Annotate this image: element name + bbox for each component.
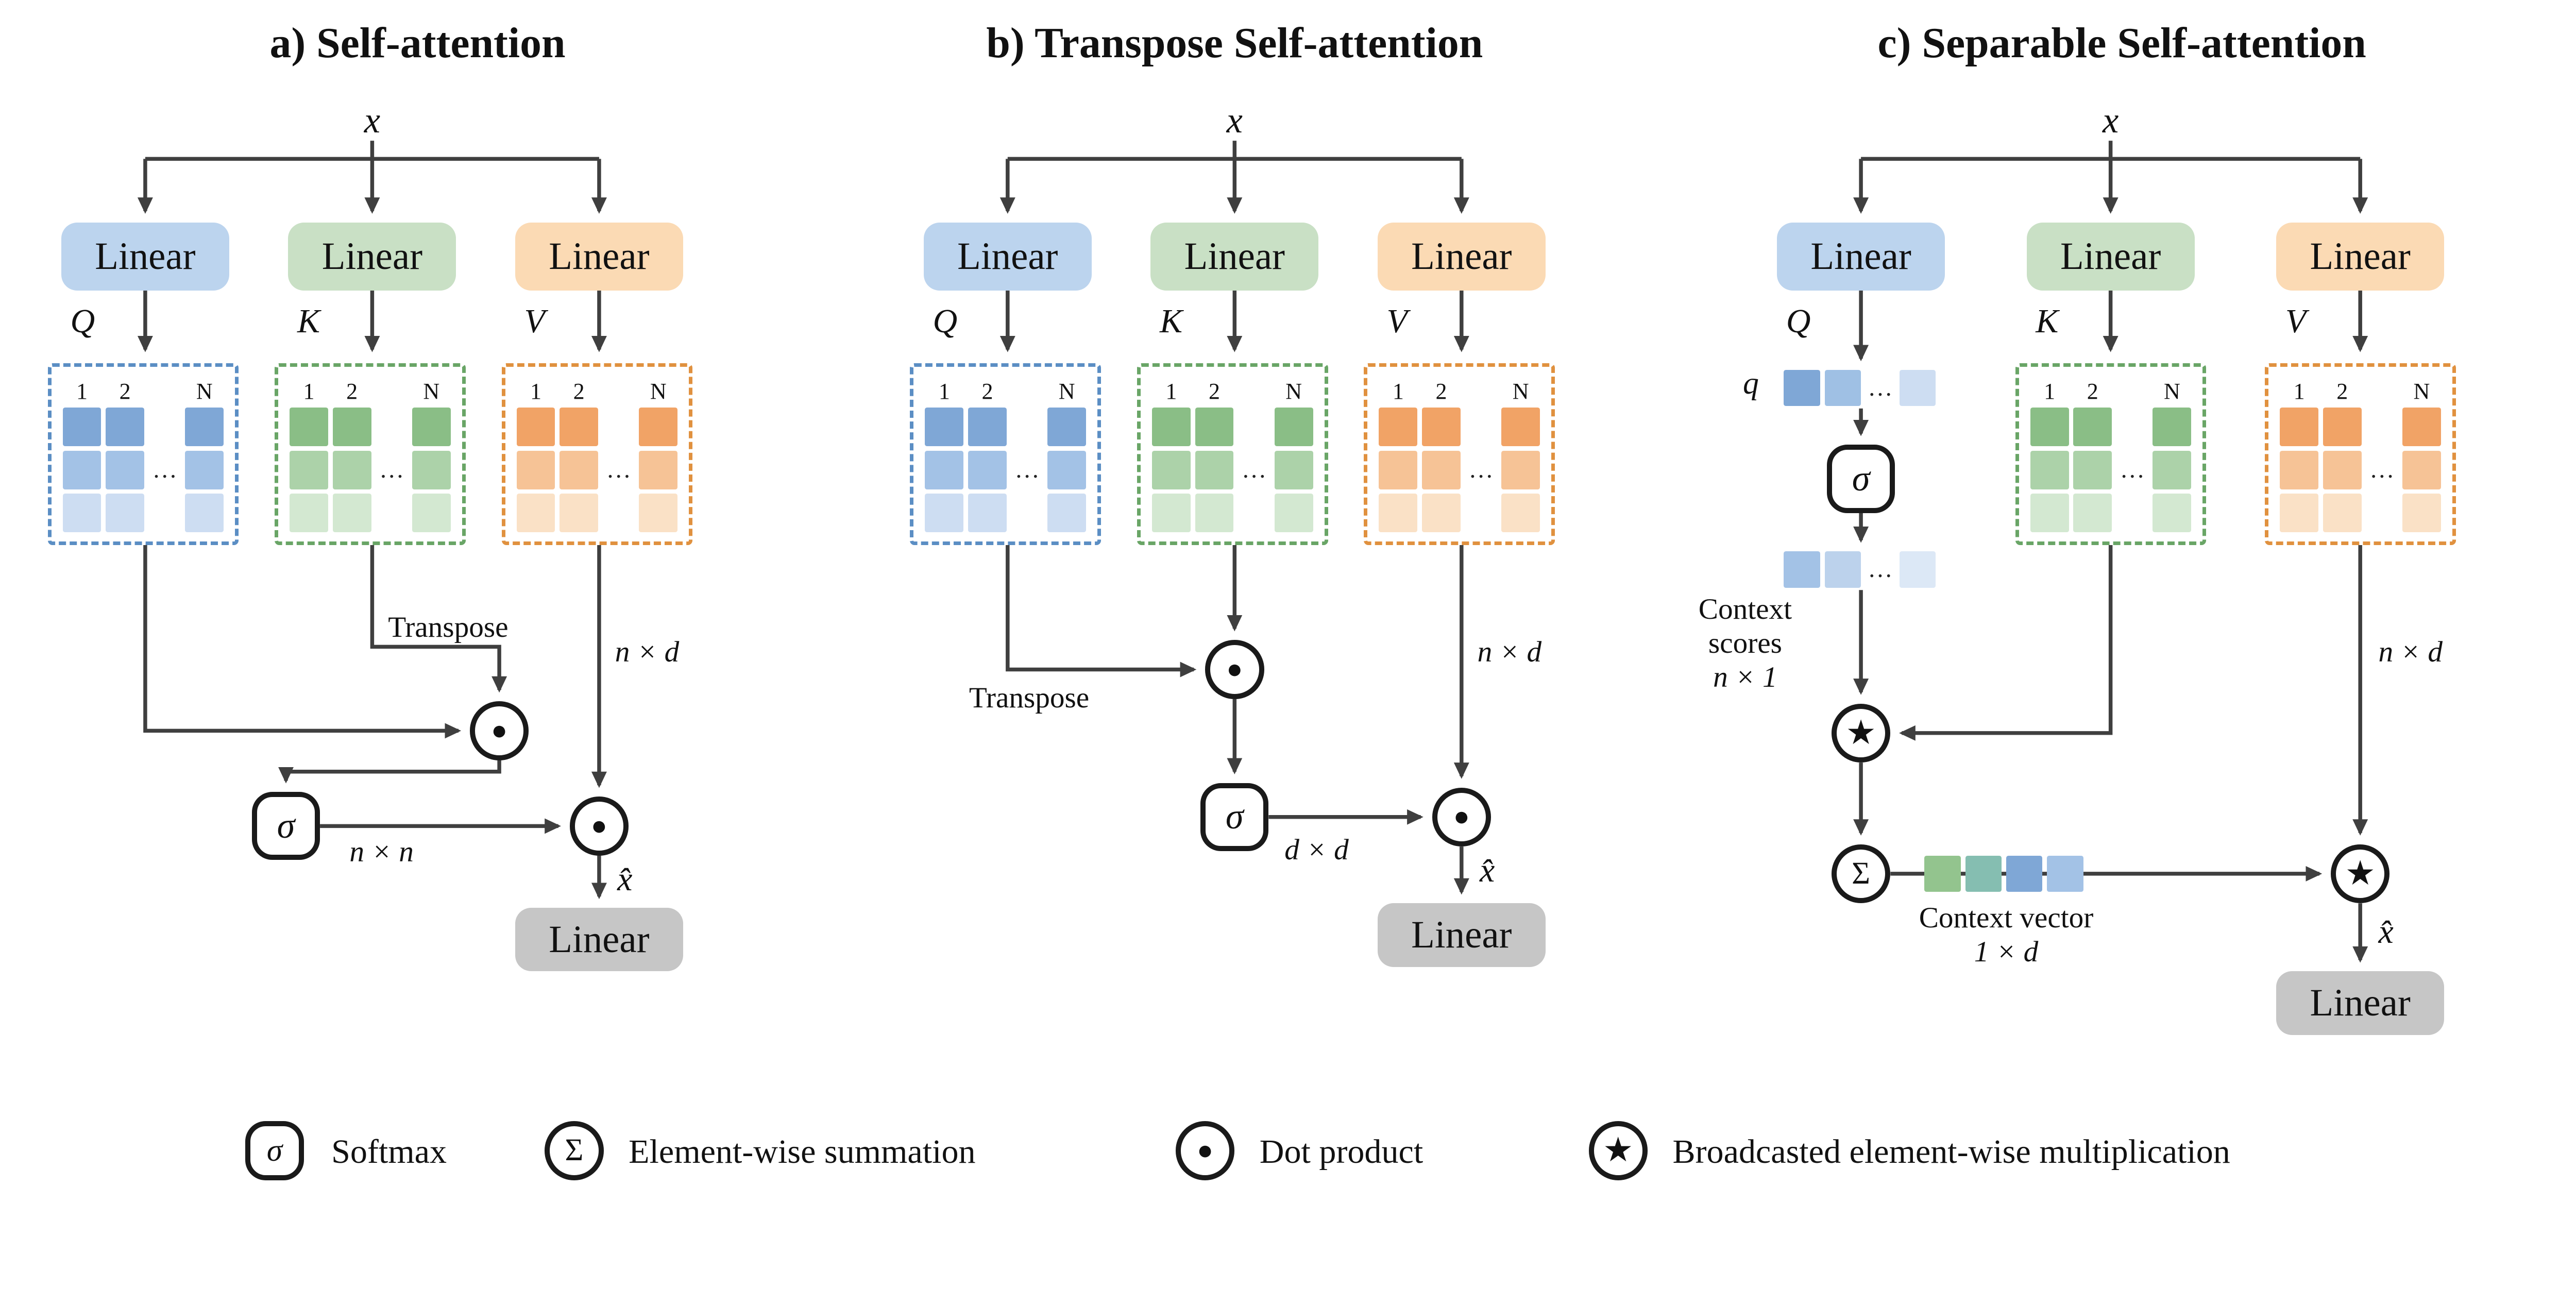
panel-b-output-linear: Linear bbox=[1377, 903, 1546, 967]
sum-icon: Σ bbox=[565, 1132, 584, 1168]
panel-b-k-label: K bbox=[1159, 302, 1183, 340]
legend-softmax-symbol: σ bbox=[245, 1121, 304, 1180]
panel-a-arrows bbox=[137, 141, 607, 900]
legend-dot-symbol: ● bbox=[1175, 1121, 1235, 1180]
panel-c-output-linear: Linear bbox=[2276, 971, 2445, 1035]
panel-a-k-label: K bbox=[297, 302, 320, 340]
panel-c-score-vector: … bbox=[1784, 551, 1936, 588]
panel-c-v-label: V bbox=[2285, 302, 2307, 340]
panel-c-linear-k: Linear bbox=[2026, 222, 2195, 291]
panel-c-q-vector-label: q bbox=[1743, 366, 1759, 401]
panel-a-transpose-label: Transpose bbox=[388, 611, 509, 643]
panel-a-linear-v: Linear bbox=[515, 222, 683, 291]
panel-a-xhat-label: x̂ bbox=[617, 860, 633, 899]
panel-c-dim-nd: n × d bbox=[2378, 636, 2443, 669]
context-scores-line1: Context bbox=[1698, 592, 1792, 625]
panel-a-linear-q: Linear bbox=[61, 222, 229, 291]
panel-b-arrows bbox=[999, 141, 1469, 895]
panel-b-linear-k: Linear bbox=[1150, 222, 1319, 291]
dot-icon: ● bbox=[1226, 654, 1243, 685]
context-vector-line: Context vector bbox=[1919, 901, 2094, 934]
panel-b-dot-product-2: ● bbox=[1432, 787, 1492, 847]
star-icon: ★ bbox=[2345, 854, 2376, 892]
panel-c-q-label: Q bbox=[1786, 302, 1811, 340]
panel-c-arrows bbox=[1853, 141, 2368, 963]
panel-a-dim-nn: n × n bbox=[349, 836, 414, 869]
panel-c-linear-v: Linear bbox=[2276, 222, 2445, 291]
panel-c-q-vector: … bbox=[1784, 370, 1936, 406]
panel-a-dot-product-1: ● bbox=[469, 701, 529, 760]
sigma-icon: σ bbox=[1852, 458, 1870, 499]
context-scores-line2: scores bbox=[1708, 626, 1782, 659]
panel-b-title: b) Transpose Self-attention bbox=[986, 19, 1483, 67]
panel-a-v-label: V bbox=[524, 302, 545, 340]
sigma-icon: σ bbox=[1225, 796, 1244, 837]
panel-c-xhat-label: x̂ bbox=[2378, 912, 2394, 951]
panel-b-linear-q: Linear bbox=[923, 222, 1092, 291]
dot-icon: ● bbox=[1453, 802, 1470, 832]
sigma-icon: σ bbox=[266, 1132, 283, 1168]
legend-dot-label: Dot product bbox=[1259, 1133, 1423, 1171]
sum-icon: Σ bbox=[1852, 856, 1871, 891]
legend-star-label: Broadcasted element-wise multiplication bbox=[1672, 1133, 2230, 1171]
sigma-icon: σ bbox=[277, 805, 295, 846]
panel-a-q-label: Q bbox=[70, 302, 95, 340]
panel-a-dim-nd: n × d bbox=[615, 636, 680, 669]
panel-b-softmax-box: σ bbox=[1200, 783, 1269, 851]
dot-icon: ● bbox=[1197, 1135, 1213, 1165]
legend-sum-symbol: Σ bbox=[545, 1121, 604, 1180]
panel-b-linear-v: Linear bbox=[1377, 222, 1546, 291]
panel-c-context-vector-label: Context vector 1 × d bbox=[1879, 901, 2133, 969]
panel-b-xhat-label: x̂ bbox=[1480, 851, 1495, 889]
panel-a-softmax-box: σ bbox=[251, 792, 320, 860]
legend-star-symbol: ★ bbox=[1588, 1121, 1648, 1180]
panel-b-transpose-label: Transpose bbox=[969, 681, 1090, 714]
dot-icon: ● bbox=[590, 810, 607, 841]
panel-a-output-linear: Linear bbox=[515, 908, 683, 972]
panel-c-linear-q: Linear bbox=[1777, 222, 1945, 291]
panel-b-x-label: x bbox=[1226, 100, 1243, 141]
legend-softmax-label: Softmax bbox=[331, 1133, 447, 1171]
panel-b-dot-product-1: ● bbox=[1205, 640, 1264, 699]
panel-c-context-scores-label: Context scores n × 1 bbox=[1664, 592, 1827, 694]
panel-c-x-label: x bbox=[2103, 100, 2119, 141]
panel-b-v-label: V bbox=[1386, 302, 1408, 340]
star-icon: ★ bbox=[1603, 1131, 1634, 1170]
panel-c-title: c) Separable Self-attention bbox=[1877, 19, 2366, 67]
panel-c-k-label: K bbox=[2036, 302, 2059, 340]
panel-a-title: a) Self-attention bbox=[269, 19, 566, 67]
legend-sum-label: Element-wise summation bbox=[629, 1133, 976, 1171]
panel-b-dim-nd: n × d bbox=[1477, 636, 1542, 669]
panel-c-context-vector bbox=[1924, 855, 2083, 892]
panel-a-dot-product-2: ● bbox=[569, 796, 629, 856]
panel-c-sum-circle: Σ bbox=[1831, 844, 1891, 904]
panel-b-dim-dd: d × d bbox=[1284, 833, 1349, 866]
panel-c-softmax-box: σ bbox=[1827, 445, 1895, 513]
context-vector-dim: 1 × d bbox=[1974, 935, 2039, 968]
star-icon: ★ bbox=[1845, 714, 1876, 752]
context-scores-dim: n × 1 bbox=[1713, 660, 1777, 693]
panel-c-star-1: ★ bbox=[1831, 703, 1891, 763]
panel-c-star-2: ★ bbox=[2330, 844, 2390, 904]
panel-b-q-label: Q bbox=[933, 302, 958, 340]
panel-a-x-label: x bbox=[364, 100, 381, 141]
panel-a-linear-k: Linear bbox=[288, 222, 456, 291]
dot-icon: ● bbox=[491, 715, 508, 745]
